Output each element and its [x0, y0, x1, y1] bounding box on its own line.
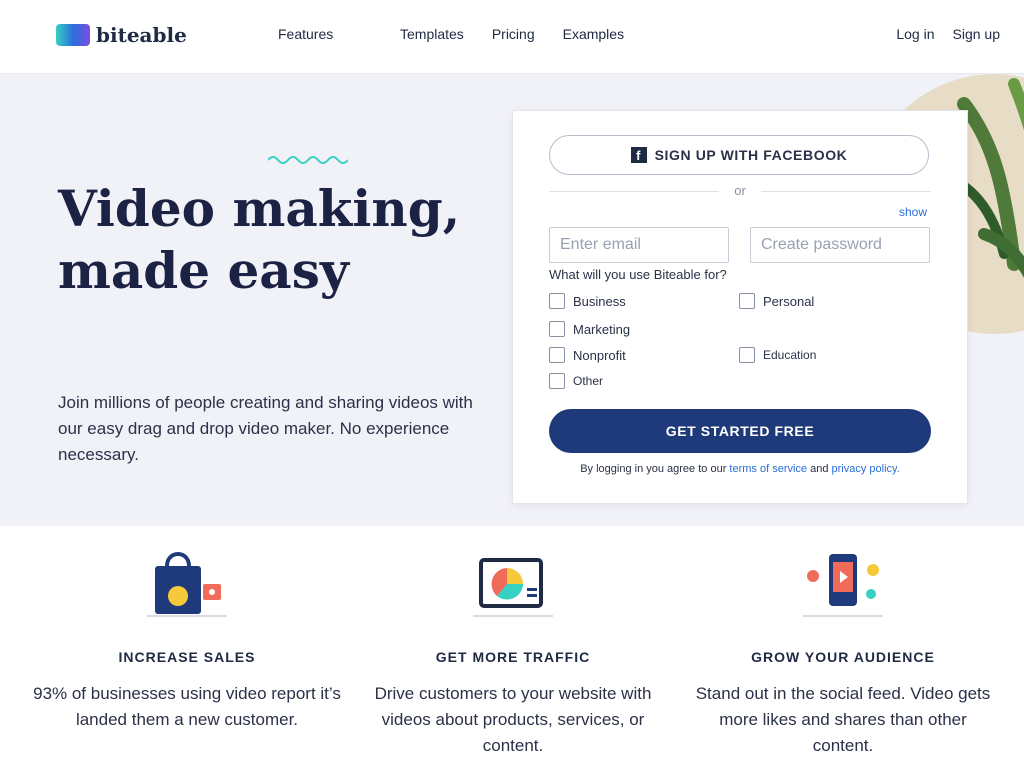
option-business-label: Business — [573, 293, 626, 309]
logo-icon — [56, 24, 90, 46]
logo[interactable]: biteable — [56, 18, 216, 52]
facebook-icon: f — [630, 147, 647, 163]
top-nav: biteable Features Templates Pricing Exam… — [0, 0, 1024, 74]
option-education[interactable]: Education — [739, 347, 816, 363]
feature-audience-text: Stand out in the social feed. Video gets… — [695, 684, 991, 755]
email-field[interactable] — [549, 227, 729, 263]
show-password-link[interactable]: show — [899, 205, 928, 219]
logo-text: biteable — [96, 23, 187, 47]
phone-video-icon — [803, 554, 883, 617]
feature-traffic: GET MORE TRAFFIC Drive customers to your… — [358, 540, 668, 759]
privacy-link[interactable]: privacy policy. — [831, 463, 900, 475]
option-other-label: Other — [573, 374, 604, 388]
feature-audience: GROW YOUR AUDIENCE Stand out in the soci… — [688, 540, 998, 759]
feature-audience-heading: GROW YOUR AUDIENCE — [751, 649, 935, 665]
squiggle-icon — [268, 156, 348, 164]
hero-section: Video making, made easy Join millions of… — [0, 74, 1024, 526]
shopping-bag-icon — [147, 552, 227, 617]
checkbox-icon[interactable] — [549, 293, 565, 309]
nav-link-pricing[interactable]: Pricing — [491, 26, 535, 42]
option-nonprofit-label: Nonprofit — [573, 347, 626, 363]
nav-links: Templates Pricing Examples — [400, 26, 624, 42]
option-business[interactable]: Business — [549, 293, 626, 309]
nav-right: Log in Sign up — [896, 26, 1000, 42]
feature-traffic-text: Drive customers to your website with vid… — [374, 684, 652, 755]
terms-text: By logging in you agree to our terms of … — [549, 463, 931, 475]
option-other[interactable]: Other — [549, 373, 603, 389]
terms-prefix: By logging in you agree to our — [580, 463, 730, 475]
or-divider: or — [549, 183, 931, 198]
nav-link-templates[interactable]: Templates — [400, 26, 464, 42]
option-marketing-label: Marketing — [573, 321, 631, 337]
option-nonprofit[interactable]: Nonprofit — [549, 347, 626, 363]
get-started-button[interactable]: GET STARTED FREE — [549, 409, 931, 453]
hero-description: Join millions of people creating and sha… — [58, 393, 473, 464]
option-education-label: Education — [763, 348, 817, 362]
signup-card: f SIGN UP WITH FACEBOOK or show What wil… — [512, 110, 968, 504]
checkbox-icon[interactable] — [549, 373, 565, 389]
usage-question: What will you use Biteable for? — [549, 267, 727, 282]
nav-features[interactable]: Features — [278, 26, 334, 42]
checkbox-icon[interactable] — [739, 293, 755, 309]
nav-link-examples[interactable]: Examples — [562, 26, 625, 42]
terms-link[interactable]: terms of service — [729, 463, 808, 475]
option-personal[interactable]: Personal — [739, 293, 814, 309]
chart-monitor-icon — [473, 558, 553, 617]
facebook-signup-button[interactable]: f SIGN UP WITH FACEBOOK — [549, 135, 929, 175]
password-field[interactable] — [750, 227, 930, 263]
checkbox-icon[interactable] — [549, 347, 565, 363]
checkbox-icon[interactable] — [739, 347, 755, 363]
feature-traffic-heading: GET MORE TRAFFIC — [435, 649, 591, 665]
signup-link[interactable]: Sign up — [952, 26, 1000, 42]
option-personal-label: Personal — [763, 293, 815, 309]
feature-sales-text: 93% of businesses using video report it’… — [33, 684, 341, 729]
checkbox-icon[interactable] — [549, 321, 565, 337]
terms-mid: and — [807, 463, 832, 475]
login-link[interactable]: Log in — [896, 26, 935, 42]
feature-sales-heading: INCREASE SALES — [118, 649, 256, 665]
feature-sales: INCREASE SALES 93% of businesses using v… — [32, 540, 342, 733]
facebook-signup-label: SIGN UP WITH FACEBOOK — [654, 147, 848, 163]
page-title: Video making, made easy — [58, 179, 461, 300]
option-marketing[interactable]: Marketing — [549, 321, 630, 337]
